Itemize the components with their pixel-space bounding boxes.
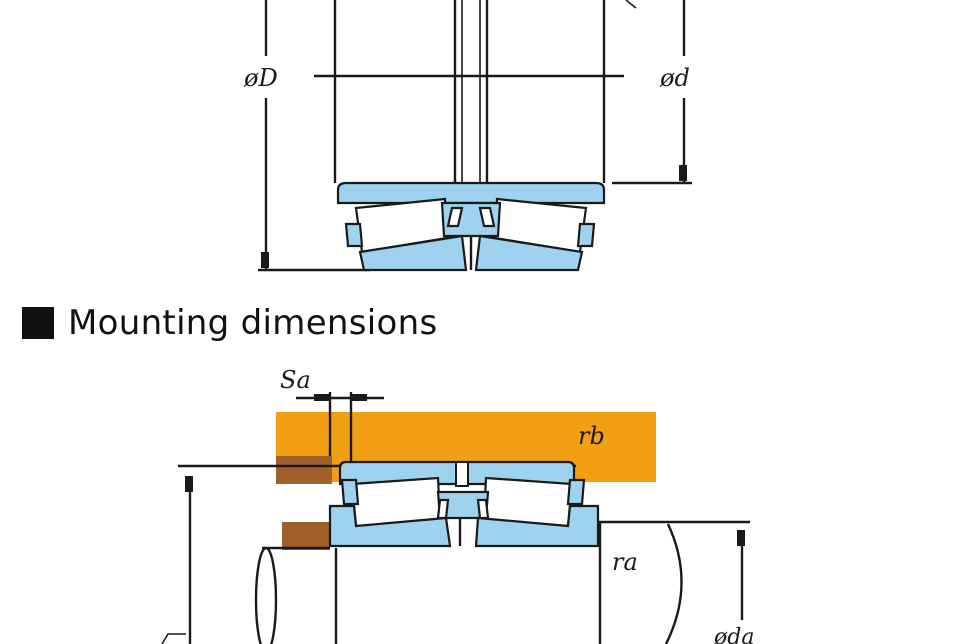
shaft-break-right — [664, 523, 683, 644]
housing-fillet-label: rb — [578, 422, 605, 450]
mounted-left-cone — [328, 504, 452, 548]
section-title: Mounting dimensions — [68, 303, 438, 343]
outer-spacer — [276, 456, 332, 484]
outer-cup — [336, 181, 606, 205]
left-cone — [358, 234, 468, 272]
mounting-dimensions-drawing: rb Sa — [161, 366, 754, 644]
mounted-bearing-cross-section — [328, 460, 600, 548]
black-square-icon — [22, 307, 54, 339]
shaft-fillet-label: ra — [612, 548, 638, 576]
shaft-abutment-arrow — [737, 530, 745, 546]
bore-arrow — [679, 165, 687, 181]
bearing-dimensions-drawing: øD ød — [243, 0, 692, 272]
bore-label: ød — [659, 64, 690, 92]
od-arrow — [261, 252, 269, 268]
right-cone — [474, 234, 584, 272]
section-heading: Mounting dimensions — [22, 303, 438, 343]
shaft-abutment-label: øda — [713, 625, 754, 644]
bearing-cross-section — [336, 181, 606, 272]
mounted-right-cone — [474, 504, 600, 548]
shaft-break-left — [254, 546, 278, 644]
spacing-label: Sa — [280, 366, 311, 394]
od-label: øD — [243, 64, 278, 92]
inner-spacer — [282, 522, 330, 550]
housing-arrow — [185, 476, 193, 492]
